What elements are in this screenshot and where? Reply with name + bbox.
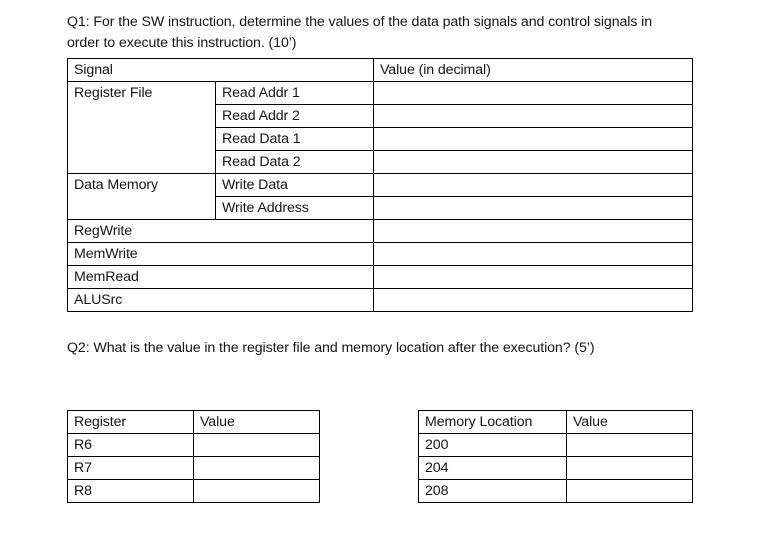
- header-register-value: Value: [193, 410, 320, 434]
- memory-location-204: 204: [418, 456, 567, 480]
- header-value: Value (in decimal): [373, 58, 693, 82]
- header-register: Register: [67, 410, 194, 434]
- register-name-r7: R7: [67, 456, 194, 480]
- table-row: 204: [418, 456, 693, 480]
- register-value-r6[interactable]: [193, 433, 320, 457]
- group-label-register-file: Register File: [67, 81, 216, 174]
- register-name-r6: R6: [67, 433, 194, 457]
- header-memory-location: Memory Location: [418, 410, 567, 434]
- question-1-prompt: Q1: For the SW instruction, determine th…: [67, 14, 656, 51]
- register-name-r8: R8: [67, 479, 194, 503]
- signal-sub-label: Read Data 2: [215, 150, 374, 174]
- register-value-r8[interactable]: [193, 479, 320, 503]
- memory-value-200[interactable]: [566, 433, 693, 457]
- table-row-header: Register Value: [67, 410, 320, 434]
- value-cell-memwrite[interactable]: [373, 242, 693, 266]
- table-row: R7: [67, 456, 320, 480]
- register-table: Register Value R6 R7 R8: [67, 410, 320, 503]
- memory-value-204[interactable]: [566, 456, 693, 480]
- table-row: R6: [67, 433, 320, 457]
- value-cell-read-data-1[interactable]: [373, 127, 693, 151]
- value-cell-read-addr-1[interactable]: [373, 81, 693, 105]
- memory-location-200: 200: [418, 433, 567, 457]
- table-row: R8: [67, 479, 320, 503]
- table-row: MemRead: [67, 265, 693, 289]
- header-signal: Signal: [67, 58, 374, 82]
- table-row: Data Memory Write Data: [67, 173, 693, 220]
- signal-sub-label: Read Addr 1: [215, 81, 374, 105]
- table-row: RegWrite: [67, 219, 693, 243]
- signal-sub-label: Read Addr 2: [215, 104, 374, 128]
- table-row: ALUSrc: [67, 288, 693, 312]
- table-row: MemWrite: [67, 242, 693, 266]
- value-cell-regwrite[interactable]: [373, 219, 693, 243]
- question-2-prompt: Q2: What is the value in the register fi…: [67, 340, 595, 356]
- value-cell-write-address[interactable]: [373, 196, 693, 220]
- signals-table: Signal Value (in decimal) Register File …: [67, 58, 693, 312]
- memory-table: Memory Location Value 200 204 208: [418, 410, 693, 503]
- memory-value-208[interactable]: [566, 479, 693, 503]
- signal-sub-label: Read Data 1: [215, 127, 374, 151]
- signal-sub-label: Write Address: [215, 196, 374, 220]
- value-cell-write-data[interactable]: [373, 173, 693, 197]
- table-row: Register File Read Addr 1: [67, 81, 693, 174]
- signal-sub-label: Write Data: [215, 173, 374, 197]
- table-row-header: Signal Value (in decimal): [67, 58, 693, 82]
- group-label-data-memory: Data Memory: [67, 173, 216, 220]
- signal-label-memread: MemRead: [67, 265, 374, 289]
- header-memory-value: Value: [566, 410, 693, 434]
- signal-label-memwrite: MemWrite: [67, 242, 374, 266]
- table-row: 200: [418, 433, 693, 457]
- value-cell-read-addr-2[interactable]: [373, 104, 693, 128]
- value-cell-memread[interactable]: [373, 265, 693, 289]
- value-cell-read-data-2[interactable]: [373, 150, 693, 174]
- value-cell-alusrc[interactable]: [373, 288, 693, 312]
- signal-label-alusrc: ALUSrc: [67, 288, 374, 312]
- memory-location-208: 208: [418, 479, 567, 503]
- table-row-header: Memory Location Value: [418, 410, 693, 434]
- register-value-r7[interactable]: [193, 456, 320, 480]
- table-row: Read Data 2: [68, 150, 693, 174]
- signal-label-regwrite: RegWrite: [67, 219, 374, 243]
- table-row: Read Addr 2: [68, 104, 693, 128]
- table-row: 208: [418, 479, 693, 503]
